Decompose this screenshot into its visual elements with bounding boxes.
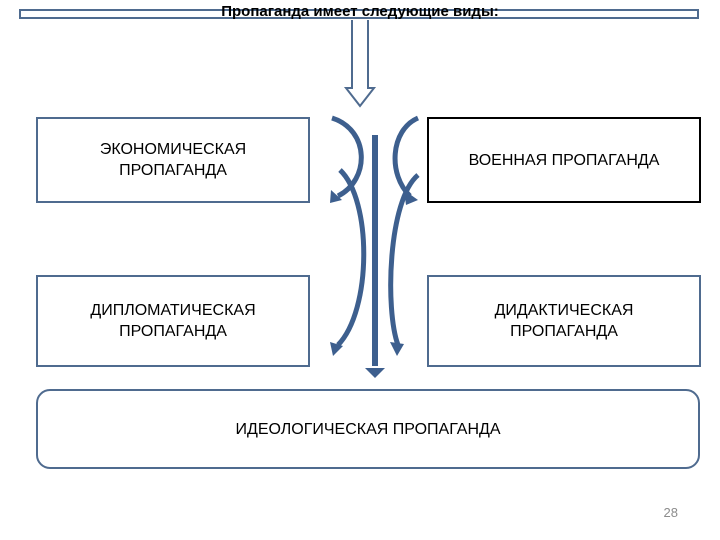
left-curved-arrow-lower [336,168,367,347]
military-propaganda-box: ВОЕННАЯ ПРОПАГАНДА [427,117,701,203]
right-curved-arrow-lower [388,173,420,346]
economic-line1: ЭКОНОМИЧЕСКАЯ [99,141,247,158]
didactic-propaganda-box: ДИДАКТИЧЕСКАЯ ПРОПАГАНДА [427,275,701,367]
left-curved-arrow-lower-head [330,342,343,356]
didactic-line2: ПРОПАГАНДА [510,323,618,340]
right-curved-arrow-upper [392,115,420,198]
diplomatic-line1: ДИПЛОМАТИЧЕСКАЯ [90,302,256,319]
header-down-arrow [343,20,377,108]
left-curved-arrow-upper-head [330,190,342,203]
right-curved-arrow-upper-head [404,190,418,205]
header-title: Пропаганда имеет следующие виды: [221,3,499,20]
center-down-arrow-head [365,368,385,378]
ideological-propaganda-box: ИДЕОЛОГИЧЕСКАЯ ПРОПАГАНДА [36,389,700,469]
economic-propaganda-box: ЭКОНОМИЧЕСКАЯ ПРОПАГАНДА [36,117,310,203]
header-bar [19,9,699,19]
didactic-line1: ДИДАКТИЧЕСКАЯ [494,302,634,319]
diplomatic-line2: ПРОПАГАНДА [119,323,227,340]
economic-line2: ПРОПАГАНДА [119,162,227,179]
ideological-line1: ИДЕОЛОГИЧЕСКАЯ ПРОПАГАНДА [235,420,501,438]
page-number: 28 [663,505,678,520]
right-curved-arrow-lower-head [390,342,404,356]
diplomatic-propaganda-box: ДИПЛОМАТИЧЕСКАЯ ПРОПАГАНДА [36,275,310,367]
military-line1: ВОЕННАЯ ПРОПАГАНДА [468,151,660,169]
left-curved-arrow-upper [331,115,364,199]
